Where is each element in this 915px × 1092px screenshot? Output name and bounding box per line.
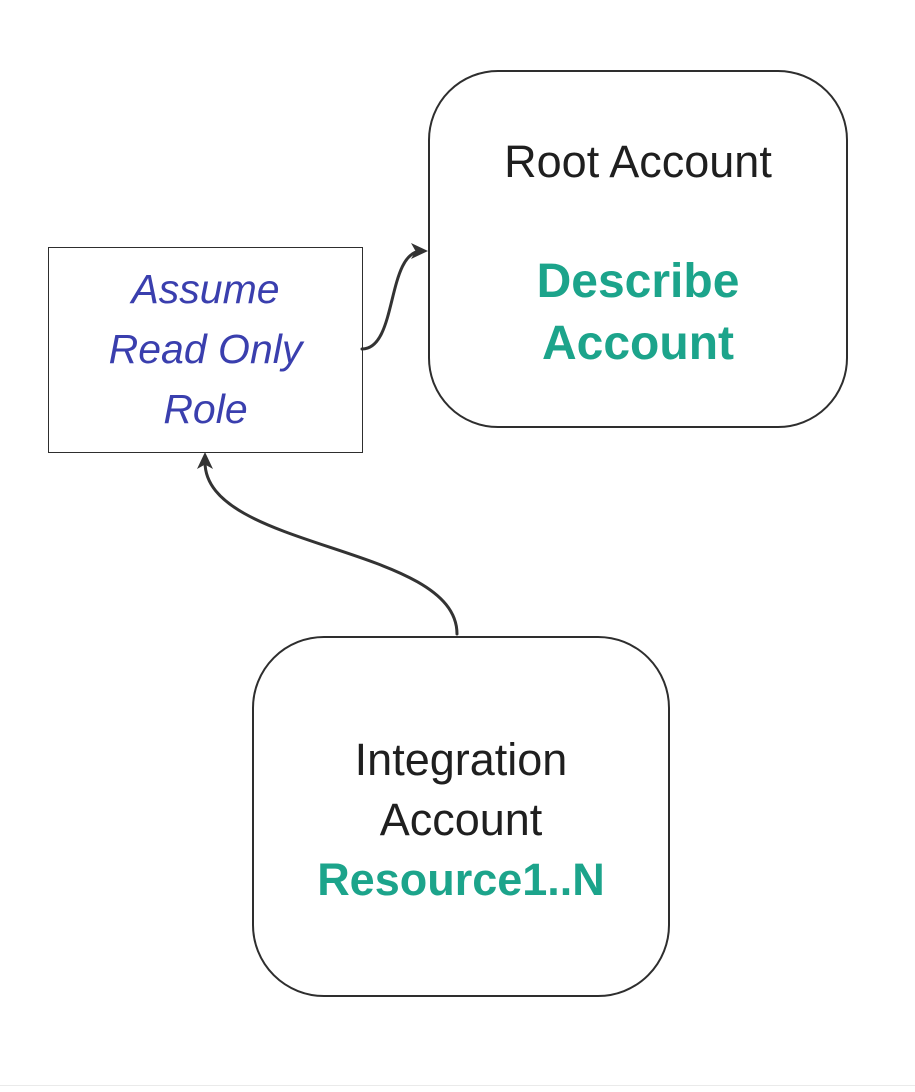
- node-root-account: Root Account Describe Account: [428, 70, 848, 428]
- assume-role-line1: Assume: [131, 266, 280, 312]
- node-integration-account: Integration Account Resource1..N: [252, 636, 670, 997]
- footer-divider: [0, 1085, 915, 1086]
- arrowhead-into-root-account: [411, 243, 428, 259]
- integration-account-line2: Account: [379, 794, 543, 845]
- connector-assume-to-root: [360, 249, 424, 351]
- root-account-action: Describe Account: [430, 251, 846, 375]
- root-account-action-line2: Account: [542, 317, 734, 370]
- connector-integration-to-assume: [203, 460, 459, 636]
- node-assume-read-only-role: Assume Read Only Role: [48, 247, 363, 453]
- integration-account-resources: Resource1..N: [317, 854, 605, 905]
- arrowhead-into-assume-role: [197, 452, 213, 469]
- root-account-title: Root Account: [504, 136, 772, 187]
- assume-role-line2: Read Only: [108, 326, 303, 372]
- integration-account-line1: Integration: [354, 734, 568, 785]
- assume-role-label: Assume Read Only Role: [49, 259, 362, 439]
- assume-role-line3: Role: [163, 386, 248, 432]
- integration-account-label: Integration Account Resource1..N: [254, 730, 668, 910]
- root-account-action-line1: Describe: [536, 255, 740, 308]
